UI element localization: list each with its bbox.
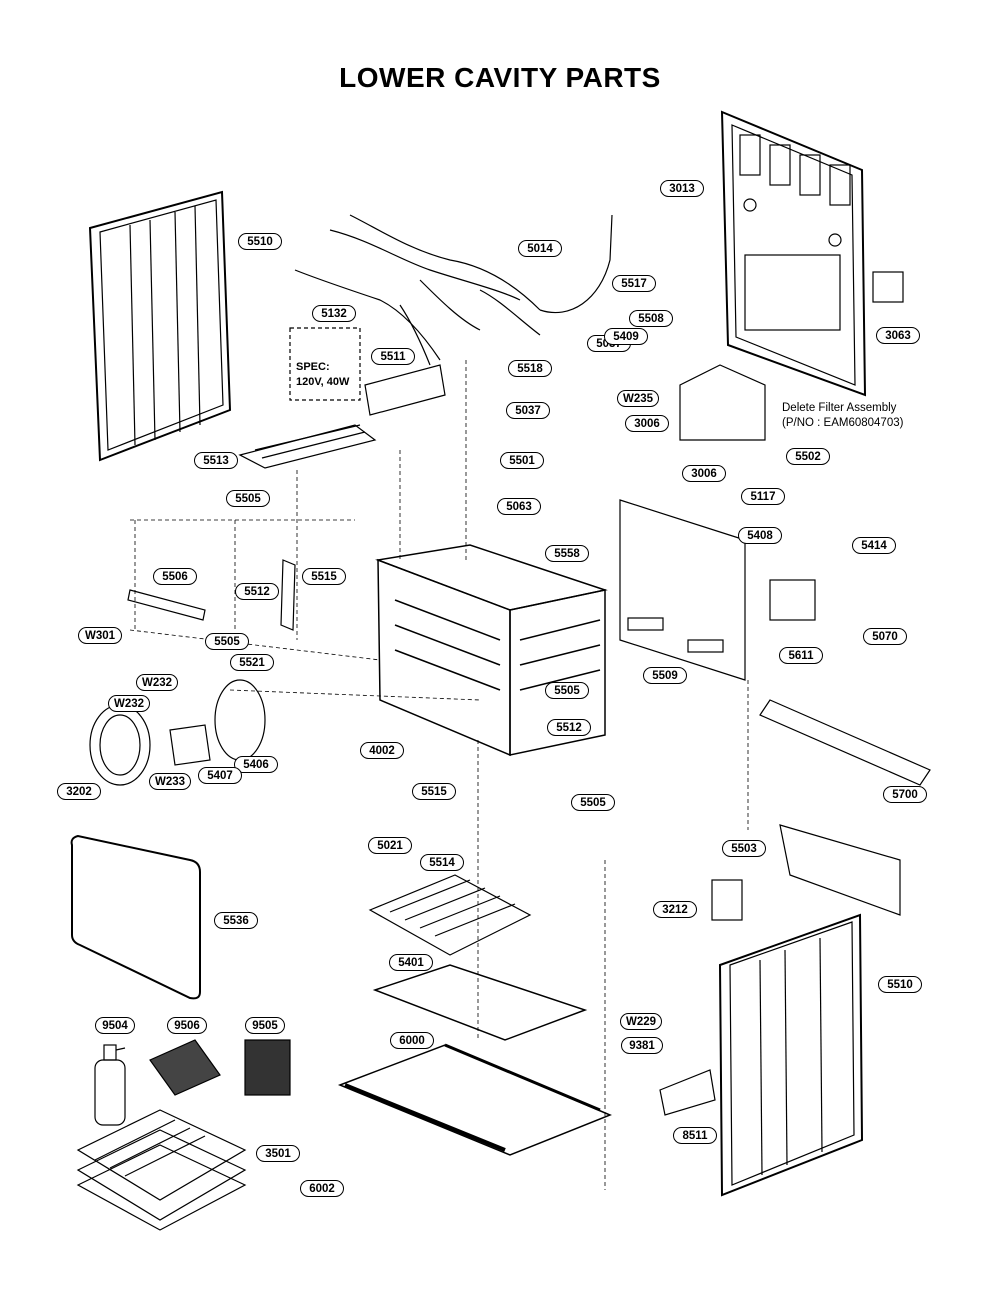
page-title: LOWER CAVITY PARTS xyxy=(339,62,661,93)
part-3063-callout: 3063 xyxy=(876,327,920,344)
part-4002-callout: 4002 xyxy=(360,742,404,759)
part-5521-callout: 5521 xyxy=(230,654,274,671)
part-W233-callout: W233 xyxy=(149,773,191,790)
part-5021-callout: 5021 xyxy=(368,837,412,854)
part-5513-callout: 5513 xyxy=(194,452,238,469)
part-5518-callout: 5518 xyxy=(508,360,552,377)
part-5503-callout: 5503 xyxy=(722,840,766,857)
oven-cavity xyxy=(375,544,608,757)
part-5070-callout: 5070 xyxy=(863,628,907,645)
bake-pan xyxy=(372,964,588,1041)
part-5515-a-callout: 5515 xyxy=(302,568,346,585)
spec-box xyxy=(289,327,361,401)
part-5037-b-callout: 5037 xyxy=(506,402,550,419)
spec-line-2: 120V, 40W xyxy=(296,376,350,388)
part-3212-callout: 3212 xyxy=(653,901,697,918)
part-5406-callout: 5406 xyxy=(234,756,278,773)
part-9506-callout: 9506 xyxy=(167,1017,207,1034)
part-5501-callout: 5501 xyxy=(500,452,544,469)
part-5505-a-callout: 5505 xyxy=(226,490,270,507)
part-5700-callout: 5700 xyxy=(883,786,927,803)
pad-9506 xyxy=(149,1039,221,1096)
part-5512-a-callout: 5512 xyxy=(235,583,279,600)
door-panel-top-left xyxy=(88,190,232,462)
part-5117-callout: 5117 xyxy=(741,488,785,505)
front-glass xyxy=(70,834,201,1000)
part-W232-a-callout: W232 xyxy=(136,674,178,691)
part-W229-callout: W229 xyxy=(620,1013,662,1030)
pad-9505 xyxy=(244,1039,291,1096)
bracket-3212 xyxy=(711,879,743,921)
part-5505-d-callout: 5505 xyxy=(571,794,615,811)
part-9381-callout: 9381 xyxy=(621,1037,663,1054)
note-line-1: Delete Filter Assembly xyxy=(782,402,897,414)
rear-bracket xyxy=(779,824,901,916)
racks-3501 xyxy=(76,1109,247,1231)
part-W301-callout: W301 xyxy=(78,627,122,644)
part-5506-callout: 5506 xyxy=(153,568,197,585)
part-W232-b-callout: W232 xyxy=(108,695,150,712)
part-3006-a-callout: 3006 xyxy=(625,415,669,432)
bottom-bracket xyxy=(759,699,931,786)
oven-rack xyxy=(368,874,532,956)
wiring-harness xyxy=(294,214,613,366)
part-5014-callout: 5014 xyxy=(518,240,562,257)
lamp-bracket xyxy=(364,364,446,416)
part-5063-callout: 5063 xyxy=(497,498,541,515)
broil-heater xyxy=(238,424,377,469)
part-5414-callout: 5414 xyxy=(852,537,896,554)
part-3501-callout: 3501 xyxy=(256,1145,300,1162)
spec-label: SPEC: 120V, 40W xyxy=(296,360,349,390)
part-5509-callout: 5509 xyxy=(643,667,687,684)
part-5510-top-callout: 5510 xyxy=(238,233,282,250)
part-5508-callout: 5508 xyxy=(629,310,673,327)
assembly-lines xyxy=(129,360,749,1190)
part-5558-callout: 5558 xyxy=(545,545,589,562)
part-6002-callout: 6002 xyxy=(300,1180,344,1197)
part-5511-callout: 5511 xyxy=(371,348,415,365)
side-rail-5512 xyxy=(280,559,296,631)
part-3202-callout: 3202 xyxy=(57,783,101,800)
part-5536-callout: 5536 xyxy=(214,912,258,929)
door-panel-bottom-right xyxy=(718,913,864,1197)
note-line-2: (P/NO : EAM60804703) xyxy=(782,417,904,429)
filter-assembly-box xyxy=(679,364,766,441)
part-6000-callout: 6000 xyxy=(390,1032,434,1049)
part-3006-b-callout: 3006 xyxy=(682,465,726,482)
part-5409-callout: 5409 xyxy=(604,328,648,345)
part-5401-callout: 5401 xyxy=(389,954,433,971)
part-W235-callout: W235 xyxy=(617,390,659,407)
part-5502-callout: 5502 xyxy=(786,448,830,465)
part-5132-callout: 5132 xyxy=(312,305,356,322)
part-5407-callout: 5407 xyxy=(198,767,242,784)
rear-panel xyxy=(720,110,904,397)
part-5611-callout: 5611 xyxy=(779,647,823,664)
spray-bottle xyxy=(94,1044,126,1126)
part-5505-b-callout: 5505 xyxy=(205,633,249,650)
part-5510-bottom-callout: 5510 xyxy=(878,976,922,993)
filter-assembly-note: Delete Filter Assembly (P/NO : EAM608047… xyxy=(782,401,903,431)
part-5512-b-callout: 5512 xyxy=(547,719,591,736)
part-5514-callout: 5514 xyxy=(420,854,464,871)
side-rail-left xyxy=(127,589,206,621)
part-5505-c-callout: 5505 xyxy=(545,682,589,699)
part-3013-callout: 3013 xyxy=(660,180,704,197)
part-5517-callout: 5517 xyxy=(612,275,656,292)
control-frame xyxy=(619,499,816,681)
part-9504-callout: 9504 xyxy=(95,1017,135,1034)
part-5408-callout: 5408 xyxy=(738,527,782,544)
part-5515-b-callout: 5515 xyxy=(412,783,456,800)
spec-line-1: SPEC: xyxy=(296,361,330,373)
part-9505-callout: 9505 xyxy=(245,1017,285,1034)
base-tray xyxy=(337,1043,612,1156)
part-8511-callout: 8511 xyxy=(673,1127,717,1144)
hinge-bracket xyxy=(659,1069,716,1116)
